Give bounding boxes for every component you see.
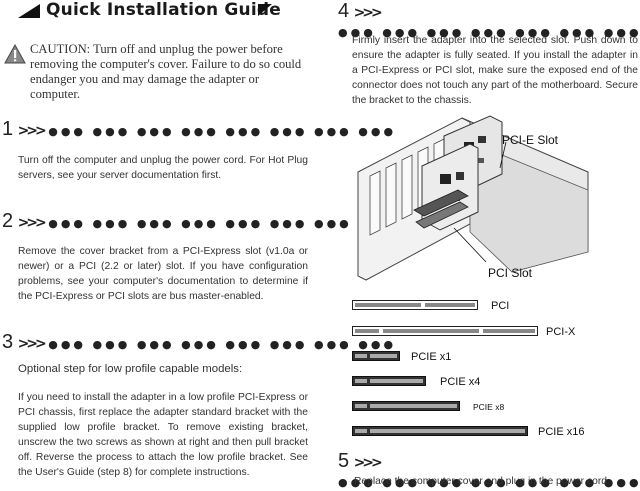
slot-label-pci-x: PCI-X <box>546 326 576 338</box>
slot-pcie-x8 <box>352 399 460 418</box>
step-3-heading: Optional step for low profile capable mo… <box>18 363 243 375</box>
caution-icon <box>4 44 26 64</box>
step-1-header: 1 >>> ●●● ●●● ●●● ●●● ●●● ●●● ●●● ●●● <box>2 118 396 141</box>
dot-leader: ●●● ●●● ●●● ●●● ●●● ●●● ●●● <box>338 26 640 39</box>
header-left-triangle <box>18 4 40 18</box>
step-number: 2 <box>2 210 14 232</box>
pci-callout-line <box>453 227 487 263</box>
pcie-x8-slot-graphic <box>352 401 460 411</box>
slot-label-pcie-x4: PCIE x4 <box>440 376 481 388</box>
header-right-triangle <box>258 4 272 16</box>
step-4-text: Firmly insert the adapter into the selec… <box>352 35 638 106</box>
pcie-callout: PCI-E Slot <box>502 133 559 147</box>
slot-pci-x <box>352 324 538 343</box>
pcie-x16-slot-graphic <box>352 426 528 436</box>
step-4-header: 4 >>> ●●● ●●● ●●● ●●● ●●● ●●● ●●● <box>338 0 640 41</box>
pcie-callout-line <box>499 141 507 169</box>
step-5-header: 5 >>> ●●● ●●● ●●● ●●● ●●● ●●● ●●● <box>338 450 640 491</box>
slot-pcie-x4 <box>352 374 426 393</box>
step-number: 1 <box>2 118 14 140</box>
pcie-x1-slot-graphic <box>352 351 400 361</box>
slot-pcie-x16 <box>352 424 528 443</box>
connector <box>413 189 469 217</box>
caution-text: CAUTION: Turn off and unplug the power b… <box>30 42 302 101</box>
chevron-icon: >>> <box>353 455 383 471</box>
installation-diagram: PCI-E Slot PCI Slot <box>357 115 589 281</box>
chip <box>456 172 464 180</box>
slot-label-pcie-x16: PCIE x16 <box>538 426 585 438</box>
pci-slot-graphic <box>352 300 478 310</box>
pci-callout: PCI Slot <box>488 266 533 280</box>
chevron-icon: >>> <box>17 123 47 139</box>
step-3-header: 3 >>> ●●● ●●● ●●● ●●● ●●● ●●● ●●● ●●● <box>2 331 396 354</box>
slot-label-pci: PCI <box>491 300 510 312</box>
connector <box>415 201 469 229</box>
slot-label-pcie-x1: PCIE x1 <box>411 351 452 363</box>
slot-pcie-x1 <box>352 349 400 368</box>
step-3-text: If you need to install the adapter in a … <box>18 392 308 478</box>
dot-leader: ●●● ●●● ●●● ●●● ●●● ●●● ●●● <box>338 476 640 489</box>
chevron-icon: >>> <box>17 215 47 231</box>
slot-label-pcie-x8: PCIE x8 <box>473 402 505 412</box>
dot-leader: ●●● ●●● ●●● ●●● ●●● ●●● ●●● ●●● <box>48 217 397 230</box>
step-1-text: Turn off the computer and unplug the pow… <box>18 155 308 181</box>
step-number: 3 <box>2 331 14 353</box>
dot-leader: ●●● ●●● ●●● ●●● ●●● ●●● ●●● ●●● <box>48 338 397 351</box>
chevron-icon: >>> <box>17 336 47 352</box>
pci-x-slot-graphic <box>352 326 538 336</box>
page-title: Quick Installation Guide <box>46 0 281 20</box>
pcie-x4-slot-graphic <box>352 376 426 386</box>
dot-leader: ●●● ●●● ●●● ●●● ●●● ●●● ●●● ●●● <box>48 125 397 138</box>
chevron-icon: >>> <box>353 5 383 21</box>
step-2-text: Remove the cover bracket from a PCI-Expr… <box>18 246 308 302</box>
chip <box>478 136 486 143</box>
slot-pci <box>352 298 478 317</box>
chip <box>440 174 451 184</box>
step-5-text: Replace the computer cover and plug in t… <box>354 476 610 487</box>
step-2-header: 2 >>> ●●● ●●● ●●● ●●● ●●● ●●● ●●● ●●● <box>2 210 396 233</box>
slot-covers <box>369 138 445 236</box>
step-number: 4 <box>338 0 350 22</box>
step-number: 5 <box>338 450 350 472</box>
